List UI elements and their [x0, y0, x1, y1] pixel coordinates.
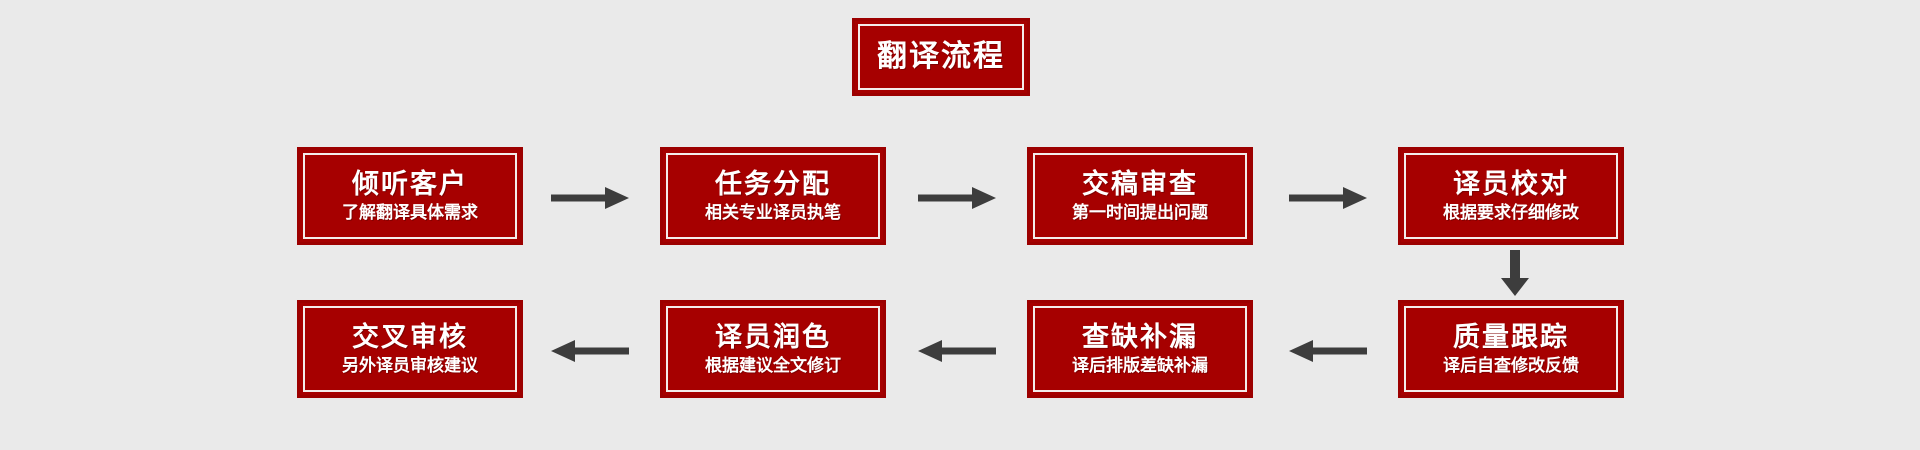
flow-node-step-3[interactable]: 交稿审查 第一时间提出问题 — [1027, 147, 1253, 245]
diagram-title-box: 翻译流程 — [852, 18, 1030, 96]
flow-node-step-3-title: 交稿审查 — [1082, 168, 1198, 200]
flow-node-step-8-title: 交叉审核 — [352, 321, 468, 353]
flow-node-step-2[interactable]: 任务分配 相关专业译员执笔 — [660, 147, 886, 245]
flow-node-step-1-inner: 倾听客户 了解翻译具体需求 — [303, 153, 517, 239]
flow-node-step-2-title: 任务分配 — [715, 168, 831, 200]
arrow-right-icon-step1-step2 — [551, 187, 629, 209]
flow-node-step-4-subtitle: 根据要求仔细修改 — [1443, 202, 1579, 223]
flow-node-step-8[interactable]: 交叉审核 另外译员审核建议 — [297, 300, 523, 398]
arrow-right-icon-step3-step4 — [1289, 187, 1367, 209]
arrow-left-icon-step7-step8 — [551, 340, 629, 362]
flow-node-step-1-title: 倾听客户 — [352, 168, 468, 200]
flow-node-step-4-title: 译员校对 — [1453, 168, 1569, 200]
flow-node-step-5-subtitle: 译后自查修改反馈 — [1443, 355, 1579, 376]
flow-node-step-3-subtitle: 第一时间提出问题 — [1072, 202, 1208, 223]
flow-node-step-5-inner: 质量跟踪 译后自查修改反馈 — [1404, 306, 1618, 392]
flow-node-step-8-subtitle: 另外译员审核建议 — [342, 355, 478, 376]
flow-node-step-2-inner: 任务分配 相关专业译员执笔 — [666, 153, 880, 239]
flow-node-step-5[interactable]: 质量跟踪 译后自查修改反馈 — [1398, 300, 1624, 398]
arrow-left-icon-step6-step7 — [918, 340, 996, 362]
flow-node-step-7-inner: 译员润色 根据建议全文修订 — [666, 306, 880, 392]
diagram-title-text: 翻译流程 — [877, 39, 1005, 74]
flow-node-step-4[interactable]: 译员校对 根据要求仔细修改 — [1398, 147, 1624, 245]
flow-node-step-2-subtitle: 相关专业译员执笔 — [705, 202, 841, 223]
arrow-down-icon-step4-step5 — [1501, 250, 1529, 296]
flow-node-step-1[interactable]: 倾听客户 了解翻译具体需求 — [297, 147, 523, 245]
flow-node-step-8-inner: 交叉审核 另外译员审核建议 — [303, 306, 517, 392]
flow-node-step-6-inner: 查缺补漏 译后排版差缺补漏 — [1033, 306, 1247, 392]
flow-node-step-6-title: 查缺补漏 — [1082, 321, 1198, 353]
flow-node-step-7[interactable]: 译员润色 根据建议全文修订 — [660, 300, 886, 398]
arrow-right-icon-step2-step3 — [918, 187, 996, 209]
flow-node-step-1-subtitle: 了解翻译具体需求 — [342, 202, 478, 223]
diagram-title-inner: 翻译流程 — [858, 24, 1024, 90]
flow-node-step-6[interactable]: 查缺补漏 译后排版差缺补漏 — [1027, 300, 1253, 398]
flow-node-step-7-subtitle: 根据建议全文修订 — [705, 355, 841, 376]
flow-node-step-6-subtitle: 译后排版差缺补漏 — [1072, 355, 1208, 376]
flow-node-step-7-title: 译员润色 — [715, 321, 831, 353]
arrow-left-icon-step5-step6 — [1289, 340, 1367, 362]
flow-node-step-4-inner: 译员校对 根据要求仔细修改 — [1404, 153, 1618, 239]
flow-node-step-5-title: 质量跟踪 — [1453, 321, 1569, 353]
flow-node-step-3-inner: 交稿审查 第一时间提出问题 — [1033, 153, 1247, 239]
